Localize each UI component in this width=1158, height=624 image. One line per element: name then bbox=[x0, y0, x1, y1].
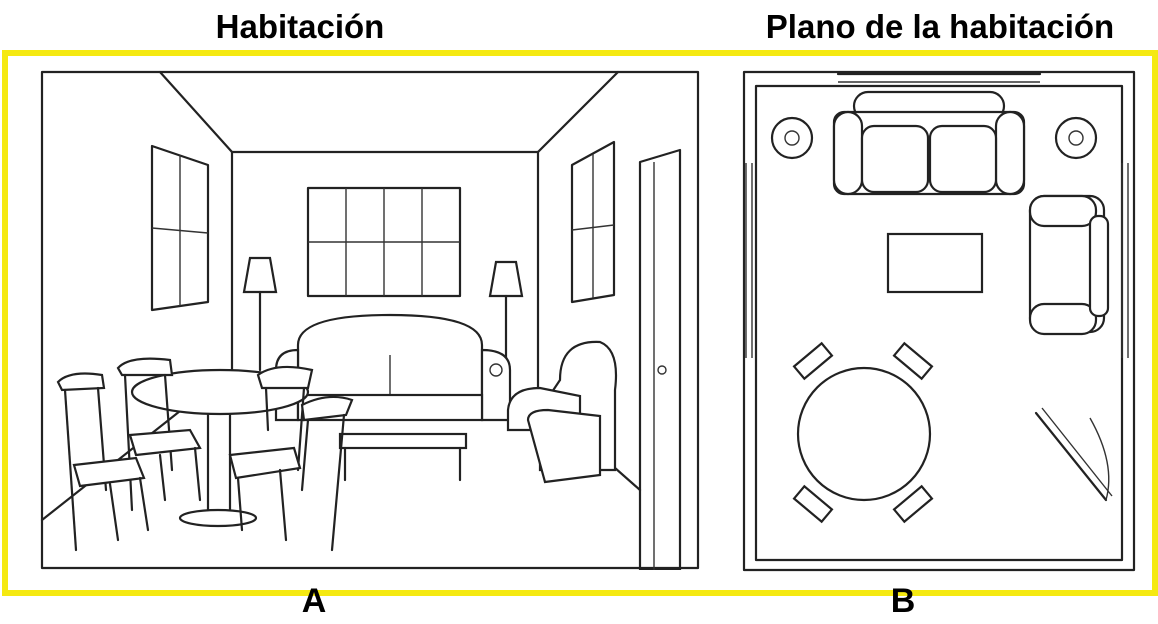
door bbox=[638, 148, 682, 570]
plan-outer-border bbox=[742, 70, 1136, 572]
chair-back-left bbox=[116, 357, 202, 512]
coffee-table bbox=[338, 432, 468, 482]
room-perspective-drawing bbox=[40, 70, 700, 570]
chair-front-left bbox=[56, 372, 150, 552]
dining-table bbox=[130, 368, 310, 528]
right-window bbox=[570, 140, 616, 304]
room-label: A bbox=[301, 582, 327, 620]
plan-door-swing bbox=[1034, 407, 1113, 502]
back-window bbox=[306, 186, 462, 298]
chair-back-right bbox=[256, 365, 314, 472]
floor-plan-label: B bbox=[890, 582, 916, 620]
plan-window-top bbox=[836, 72, 1042, 83]
floor-plan-title: Plano de la habitación bbox=[765, 8, 1115, 45]
plan-armchair bbox=[1028, 194, 1110, 336]
plan-coffee-table bbox=[886, 232, 984, 294]
chair-front-right bbox=[228, 395, 354, 552]
left-window bbox=[150, 144, 210, 312]
plan-side-lamp-right bbox=[1054, 116, 1098, 160]
floor-lamp-left bbox=[242, 256, 278, 372]
plan-side-lamp-left bbox=[770, 116, 814, 160]
room-title: Habitación bbox=[215, 8, 385, 45]
drawing-border bbox=[40, 70, 700, 570]
plan-sofa bbox=[832, 90, 1026, 196]
highlight-frame bbox=[2, 50, 1158, 596]
floor-plan-drawing bbox=[742, 70, 1136, 572]
armchair bbox=[506, 340, 618, 484]
plan-dining-set bbox=[792, 341, 934, 524]
plan-window-left bbox=[745, 163, 753, 358]
plan-window-right bbox=[1121, 163, 1129, 358]
